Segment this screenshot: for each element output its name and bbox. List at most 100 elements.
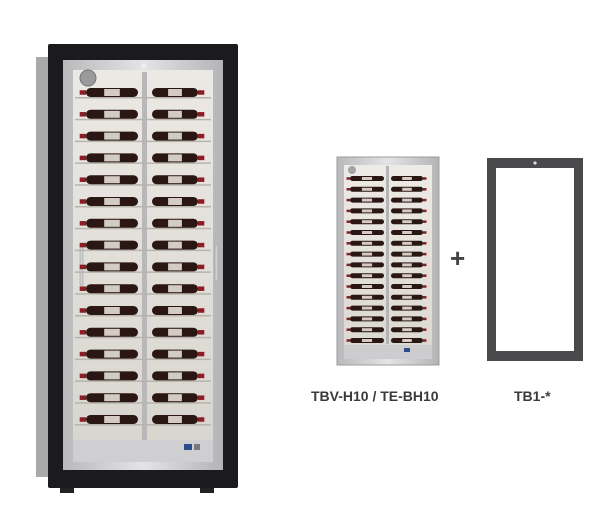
frame-opening <box>496 168 574 351</box>
wine-bottle-right <box>152 349 205 359</box>
small-wine-bottle-right <box>391 219 427 225</box>
wine-bottle-right <box>152 327 205 337</box>
tb1-frame <box>487 158 583 361</box>
small-wine-bottle-right <box>391 230 427 235</box>
fan-icon <box>79 69 97 87</box>
small-wine-bottle-left <box>346 284 384 289</box>
shelf-line <box>75 206 211 208</box>
wine-bottle-left <box>79 415 138 424</box>
small-wine-bottle-right <box>391 208 427 214</box>
wine-bottle-left <box>79 88 138 97</box>
shelf-line <box>75 424 211 426</box>
wine-bottle-left <box>79 371 138 381</box>
small-wine-bottle-right <box>391 327 427 333</box>
small-wine-bottle-right <box>391 316 427 322</box>
small-wine-bottle-right <box>391 305 427 311</box>
small-wine-bottle-left <box>346 186 384 192</box>
wine-bottle-left <box>79 109 138 119</box>
small-fan-icon <box>348 166 356 174</box>
shelf-line <box>75 336 211 339</box>
plus-sign: + <box>450 243 466 273</box>
small-wine-bottle-left <box>346 219 384 225</box>
wine-bottle-left <box>79 393 138 403</box>
wine-bottle-right <box>152 109 205 119</box>
wine-bottle-right <box>152 197 205 206</box>
wine-bottle-right <box>152 415 205 424</box>
wine-bottle-right <box>152 284 205 294</box>
small-display-icon <box>404 348 410 352</box>
button-icon <box>194 444 200 450</box>
wine-bottle-right <box>152 218 205 228</box>
cabinet-side-panel <box>36 57 48 477</box>
wine-bottle-right <box>152 371 205 381</box>
shelf-line <box>75 97 211 99</box>
wine-bottle-right <box>152 131 205 141</box>
lock-icon <box>141 63 147 69</box>
small-wine-bottle-right <box>391 338 427 343</box>
shelf-line <box>75 402 211 404</box>
wine-bottle-right <box>152 88 205 97</box>
shelf-line <box>75 380 211 382</box>
small-wine-bottle-left <box>346 230 384 235</box>
shelf-line <box>75 271 211 273</box>
shelf-line <box>75 358 211 361</box>
center-divider <box>142 72 147 440</box>
shelf-line <box>75 184 211 186</box>
small-wine-bottle-right <box>391 294 427 300</box>
wine-bottle-right <box>152 262 205 272</box>
shelf-line <box>75 315 211 317</box>
small-wine-bottle-left <box>346 327 384 333</box>
shelf-line <box>75 162 211 164</box>
small-wine-bottle-left <box>346 294 384 300</box>
wine-bottle-left <box>79 327 138 337</box>
wine-bottle-right <box>152 393 205 403</box>
small-wine-bottle-left <box>346 197 384 203</box>
bottle-rack-large <box>75 88 211 426</box>
wine-bottle-left <box>79 262 138 272</box>
foot-right <box>200 488 214 493</box>
small-wine-bottle-right <box>391 176 427 181</box>
wine-bottle-left <box>79 284 138 294</box>
small-control-panel <box>344 345 432 359</box>
cabinet-model-caption: TBV-H10 / TE-BH10 <box>311 388 439 404</box>
control-panel <box>73 440 213 462</box>
small-wine-bottle-left <box>346 305 384 311</box>
wine-bottle-left <box>79 197 138 206</box>
wine-bottle-left <box>79 218 138 228</box>
small-wine-bottle-left <box>346 208 384 214</box>
wine-bottle-right <box>152 153 205 163</box>
foot-left <box>60 488 74 493</box>
small-wine-bottle-left <box>346 251 384 257</box>
wine-bottle-left <box>79 153 138 163</box>
wine-bottle-left <box>79 349 138 359</box>
bottle-rack-small <box>346 176 427 343</box>
small-wine-bottle-left <box>346 176 384 181</box>
small-wine-bottle-right <box>391 262 427 268</box>
wine-bottle-right <box>152 306 205 315</box>
small-center-divider <box>386 166 389 344</box>
small-wine-bottle-right <box>391 186 427 192</box>
small-wine-bottle-right <box>391 284 427 289</box>
small-wine-bottle-left <box>346 338 384 343</box>
small-wine-bottle-left <box>346 262 384 268</box>
wine-bottle-left <box>79 240 138 250</box>
small-wine-bottle-right <box>391 251 427 257</box>
shelf-line <box>75 293 211 295</box>
wine-bottle-left <box>79 306 138 315</box>
frame-model-caption: TB1-* <box>514 388 551 404</box>
small-wine-bottle-right <box>391 273 427 279</box>
display-icon <box>184 444 192 450</box>
wine-bottle-right <box>152 240 205 250</box>
shelf-line <box>75 227 211 230</box>
small-wine-bottle-left <box>346 240 384 246</box>
wine-bottle-left <box>79 175 138 185</box>
shelf-line <box>75 118 211 121</box>
shelf-line <box>75 249 211 252</box>
small-wine-bottle-right <box>391 197 427 203</box>
small-wine-bottle-left <box>346 316 384 322</box>
shelf-line <box>75 140 211 143</box>
wine-bottle-right <box>152 175 205 185</box>
large-wine-cabinet <box>36 44 238 493</box>
small-wine-cabinet <box>336 156 440 366</box>
